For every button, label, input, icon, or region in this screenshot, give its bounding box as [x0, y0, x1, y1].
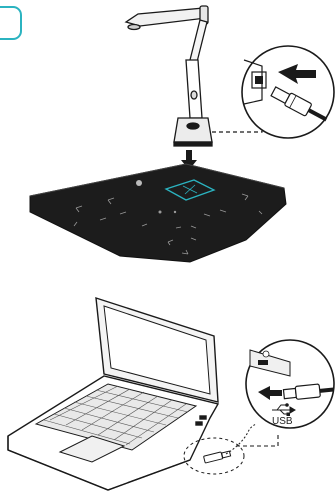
- document-mat: [30, 164, 286, 262]
- usb-plug-zoom-circle: [242, 46, 334, 138]
- document-camera: [126, 6, 212, 146]
- usb-plug-small: [204, 451, 231, 463]
- usb-label: USB: [272, 416, 293, 427]
- laptop-dashed-leader: [236, 432, 278, 446]
- usb-cable: [226, 424, 256, 454]
- laptop-usb-zoom-circle: [246, 340, 334, 428]
- laptop: [8, 298, 218, 490]
